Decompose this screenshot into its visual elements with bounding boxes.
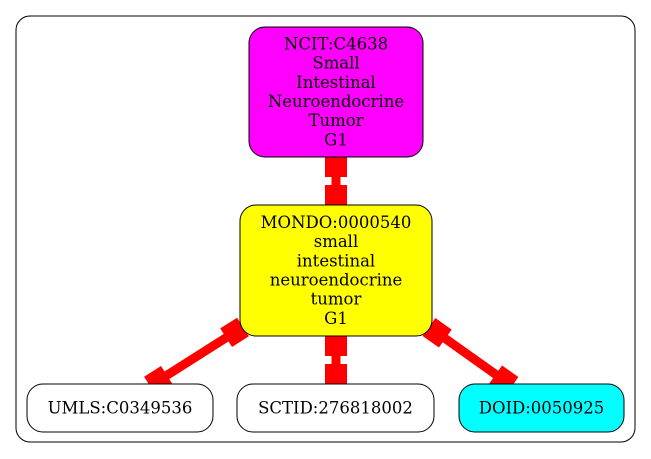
- node-label-line: UMLS:C0349536: [48, 398, 193, 417]
- edge-tail-box: [325, 157, 347, 177]
- edge-mondo-to-sctid: [325, 336, 347, 384]
- node-box: [248, 26, 424, 158]
- node-label-line: intestinal: [297, 251, 375, 270]
- edge-tail-box: [325, 336, 347, 356]
- node-mondo[interactable]: MONDO:0000540smallintestinalneuroendocri…: [239, 204, 433, 337]
- node-label-line: neuroendocrine: [270, 270, 403, 289]
- node-label-line: SCTID:276818002: [258, 398, 413, 417]
- edges-layer: [144, 157, 519, 396]
- node-doid[interactable]: DOID:0050925: [458, 383, 625, 433]
- edge-ncit-to-mondo: [325, 157, 347, 205]
- node-box: [458, 383, 625, 433]
- node-sctid[interactable]: SCTID:276818002: [236, 383, 435, 433]
- node-label-line: G1: [324, 130, 348, 149]
- node-ncit[interactable]: NCIT:C4638SmallIntestinalNeuroendocrineT…: [248, 26, 424, 158]
- node-label-line: Small: [312, 54, 359, 73]
- node-label-line: Intestinal: [296, 73, 376, 92]
- edge-tail-box: [422, 318, 452, 348]
- node-label-line: Neuroendocrine: [268, 92, 404, 111]
- nodes-layer: NCIT:C4638SmallIntestinalNeuroendocrineT…: [26, 26, 625, 433]
- node-label-line: MONDO:0000540: [261, 213, 412, 232]
- edge-head-box: [325, 185, 347, 205]
- edge-mondo-to-doid: [422, 318, 519, 395]
- node-label-line: DOID:0050925: [479, 398, 605, 417]
- node-label-line: Tumor: [308, 111, 363, 130]
- node-umls[interactable]: UMLS:C0349536: [26, 383, 214, 433]
- cluster-frame: [15, 15, 636, 443]
- edge-head-box: [325, 364, 347, 384]
- node-label-line: tumor: [311, 290, 362, 309]
- node-label-line: NCIT:C4638: [284, 34, 388, 53]
- node-box: [236, 383, 435, 433]
- node-label-line: small: [314, 232, 359, 251]
- node-label-line: G1: [324, 309, 348, 328]
- node-box: [239, 204, 433, 337]
- node-box: [26, 383, 214, 433]
